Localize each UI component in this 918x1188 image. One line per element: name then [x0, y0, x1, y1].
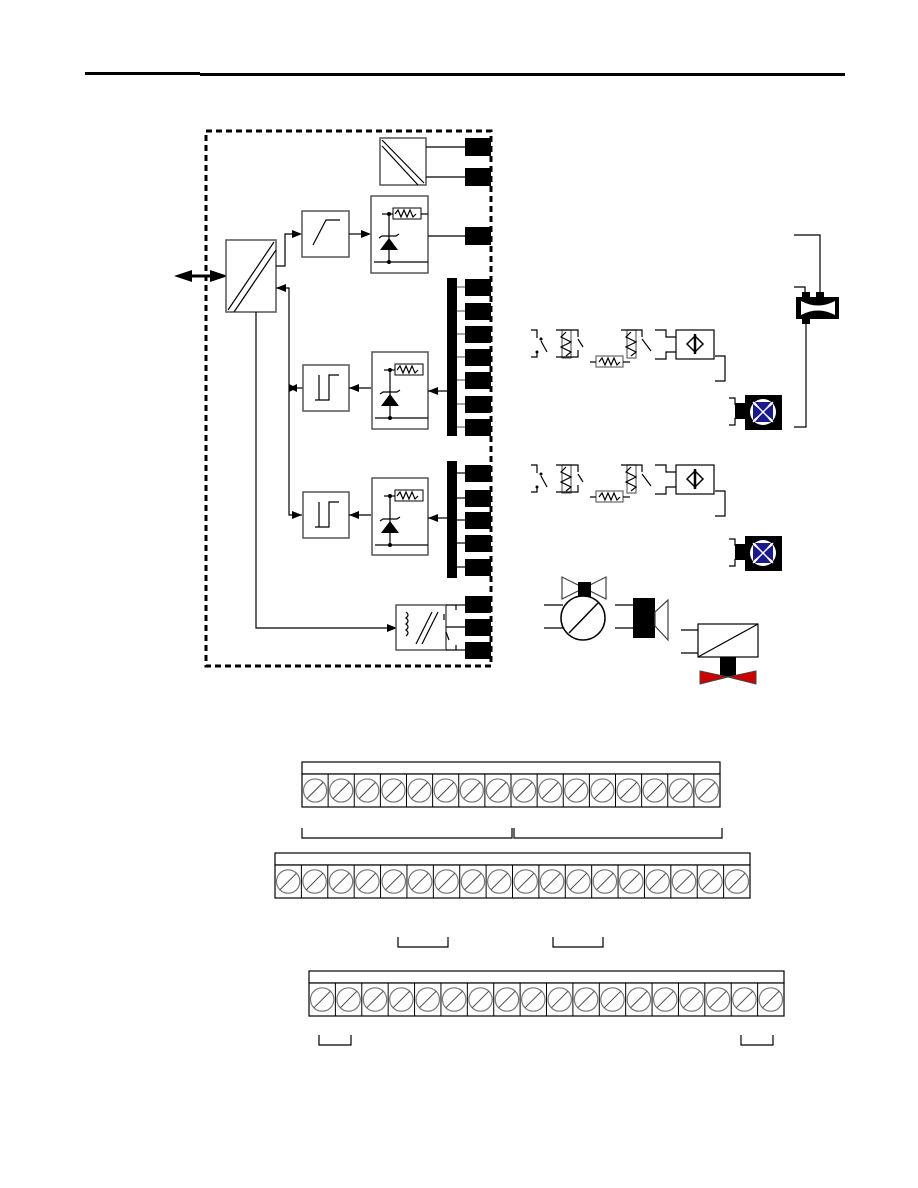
terminal-screw[interactable] [679, 987, 704, 1012]
analog-output-stage [370, 195, 466, 274]
terminal-screw[interactable] [407, 778, 432, 803]
horn-icon [615, 598, 669, 642]
fan-icon [729, 395, 782, 430]
terminal-screw[interactable] [485, 778, 511, 803]
terminal-screw[interactable] [302, 869, 327, 894]
terminal-screw[interactable] [381, 869, 407, 894]
contact-devices-row-2 [531, 464, 726, 517]
input-1-terminals [447, 278, 491, 436]
terminal-screw[interactable] [329, 778, 354, 803]
terminal-group-bracket [318, 1035, 352, 1046]
contact-devices-row-1 [531, 329, 726, 382]
relay-output-block [395, 604, 466, 651]
venturi-flow-sensor-icon [794, 234, 839, 428]
terminal-screw[interactable] [309, 987, 335, 1012]
terminal-screw[interactable] [724, 869, 750, 894]
terminal-screw[interactable] [732, 987, 757, 1012]
terminal-screw[interactable] [355, 869, 380, 894]
terminal-screw[interactable] [652, 987, 678, 1012]
motor-valve-icon [544, 576, 607, 641]
terminal-screw[interactable] [381, 778, 406, 803]
schmitt-trigger-1 [302, 364, 371, 412]
terminal-group-bracket [397, 937, 449, 948]
terminal-screw[interactable] [336, 987, 361, 1012]
terminal-screw[interactable] [460, 869, 486, 894]
bus-arrow-icon [174, 270, 228, 282]
header-rule [85, 72, 845, 76]
terminal-group-bracket [552, 937, 604, 948]
terminal-screw[interactable] [539, 869, 565, 894]
terminal-screw[interactable] [415, 987, 441, 1012]
terminal-screw[interactable] [494, 987, 520, 1012]
terminal-screw[interactable] [645, 869, 670, 894]
terminal-group-bracket [301, 828, 513, 839]
terminal-screw[interactable] [302, 778, 328, 803]
terminal-group-bracket [740, 1035, 774, 1046]
input-stage-2 [371, 477, 448, 556]
terminal-screw[interactable] [671, 869, 697, 894]
terminal-screw[interactable] [600, 987, 625, 1012]
terminal-strip [301, 761, 723, 839]
terminal-screw[interactable] [389, 987, 414, 1012]
terminal-screw[interactable] [511, 778, 537, 803]
input-stage-1 [371, 351, 448, 430]
terminal-screw[interactable] [434, 869, 459, 894]
terminal-strips [274, 761, 785, 1046]
solenoid-valve-icon [681, 623, 759, 685]
terminal-screw[interactable] [705, 987, 731, 1012]
terminal-screw[interactable] [694, 778, 720, 803]
terminal-screw[interactable] [592, 869, 618, 894]
terminal-strip [308, 970, 785, 1046]
terminal-screw[interactable] [573, 987, 599, 1012]
interface-converter-block [225, 239, 277, 313]
terminal-screw[interactable] [275, 869, 301, 894]
terminal-screw[interactable] [407, 869, 433, 894]
terminal-screw[interactable] [487, 869, 512, 894]
terminal-screw[interactable] [668, 778, 693, 803]
terminal-screw[interactable] [468, 987, 493, 1012]
schmitt-trigger-2 [302, 491, 371, 539]
terminal-screw[interactable] [547, 987, 572, 1012]
relay-terminals [465, 596, 491, 659]
terminal-screw[interactable] [590, 778, 615, 803]
signal-line-input [276, 287, 302, 516]
terminal-screw[interactable] [433, 778, 458, 803]
terminal-screw[interactable] [626, 987, 652, 1012]
ramp-block [276, 210, 371, 267]
terminal-screw[interactable] [618, 869, 644, 894]
fan-icon [729, 536, 782, 571]
terminal-screw[interactable] [758, 987, 784, 1012]
terminal-screw[interactable] [616, 778, 641, 803]
terminal-screw[interactable] [328, 869, 354, 894]
dc-dc-converter-block [379, 137, 466, 186]
terminal-group-bracket [513, 828, 723, 839]
terminal-screw[interactable] [538, 778, 563, 803]
terminal-screw[interactable] [355, 778, 380, 803]
input-2-terminals [447, 461, 491, 578]
terminal-screw[interactable] [521, 987, 546, 1012]
terminal-screw[interactable] [698, 869, 723, 894]
terminal-screw[interactable] [459, 778, 484, 803]
relay-control-line [255, 312, 390, 629]
terminal-strip [274, 852, 751, 948]
power-terminals [465, 138, 491, 245]
terminal-screw[interactable] [513, 869, 538, 894]
terminal-screw[interactable] [566, 869, 591, 894]
terminal-screw[interactable] [642, 778, 667, 803]
terminal-screw[interactable] [441, 987, 467, 1012]
terminal-screw[interactable] [564, 778, 589, 803]
terminal-screw[interactable] [362, 987, 388, 1012]
